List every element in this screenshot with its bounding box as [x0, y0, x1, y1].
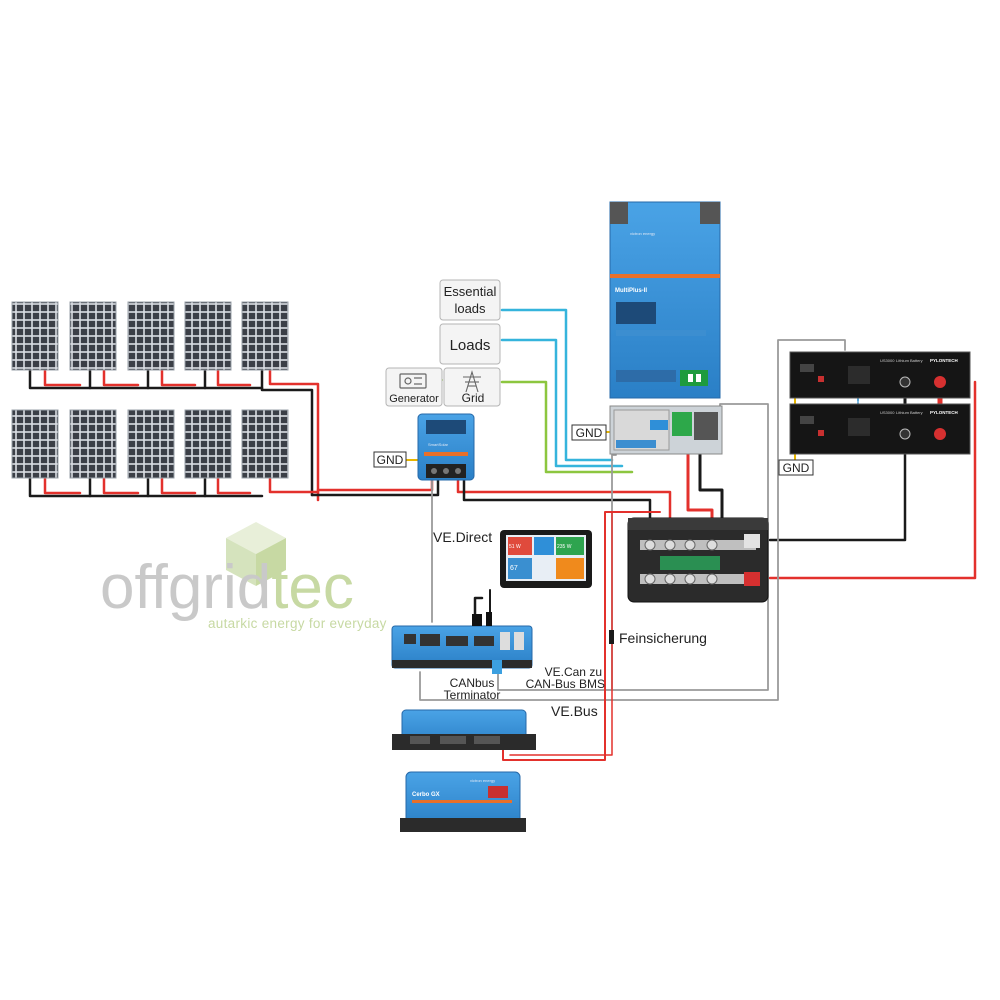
solar-array — [11, 301, 289, 479]
canbus-terminator-label-2: Terminator — [444, 688, 501, 702]
solar-panel — [69, 409, 117, 479]
fine-fuse-label: Feinsicherung — [619, 630, 707, 646]
battery-model-label: US3000 — [880, 410, 895, 415]
gnd-box-inverter: GND — [571, 424, 607, 441]
logo-wordmark-main: offgrid — [100, 553, 271, 622]
logo-wordmark-accent: tec — [271, 553, 354, 622]
cerbo-gx-unit: Cerbo GX victron energy — [400, 771, 526, 832]
cerbo-brand: victron energy — [470, 778, 495, 783]
fine-fuse — [609, 630, 614, 644]
solar-panel — [184, 409, 232, 479]
mppt-solar-charger: SmartSolar — [417, 413, 475, 481]
battery-brand-label: PYLONTECH — [930, 410, 958, 415]
essential-loads-label-2: loads — [454, 301, 486, 316]
solar-panel — [127, 409, 175, 479]
battery-module-2: US3000 Lithium Battery PYLONTECH — [789, 403, 971, 455]
solar-row2-wires — [28, 476, 320, 498]
essential-loads-box: Essential loads — [439, 279, 501, 321]
inverter-terminal-section — [609, 405, 723, 455]
solar-panel — [11, 301, 59, 371]
canbus-terminator-label: CANbus — [450, 676, 495, 690]
touch-ac-value: 235 W — [557, 544, 572, 550]
cerbo-gx-back — [392, 709, 536, 750]
logo-tagline: autarkic energy for everyday — [208, 616, 387, 631]
solar-panel — [241, 301, 289, 371]
battery-type-label: Lithium Battery — [896, 410, 923, 415]
gnd-box-battery: GND — [778, 459, 814, 476]
offgridtec-logo: offgridtec autarkic energy for everyday — [100, 522, 387, 631]
solar-panel — [69, 301, 117, 371]
multiplus-inverter: victron energy MultiPlus-II — [609, 201, 721, 399]
gnd-box-mppt: GND — [373, 451, 407, 468]
solar-panel — [241, 409, 289, 479]
loads-box: Loads — [439, 323, 501, 365]
solar-panel — [184, 301, 232, 371]
solar-panel — [127, 301, 175, 371]
lynx-distributor — [627, 517, 769, 603]
generator-label: Generator — [389, 393, 439, 405]
generator-icon — [399, 373, 427, 389]
inverter-model-label: MultiPlus-II — [615, 288, 647, 294]
solar-row1-wires — [28, 368, 320, 502]
vebus-label: VE.Bus — [551, 703, 598, 719]
logo-wordmark: offgridtec — [100, 553, 354, 622]
gx-touch-display: 67 235 W 51 W — [500, 530, 592, 588]
logo-cube-icon — [226, 522, 286, 586]
grid-label: Grid — [462, 391, 485, 405]
generator-box: Generator — [385, 367, 443, 407]
gnd-label: GND — [377, 453, 404, 467]
battery-model-label: US3000 — [880, 358, 895, 363]
cerbo-gx-front — [391, 612, 533, 674]
essential-loads-label: Essential — [444, 284, 497, 299]
mppt-model-label: SmartSolar — [428, 442, 449, 447]
loads-label: Loads — [450, 337, 491, 354]
power-pylon-icon — [463, 370, 481, 393]
battery-module-1: US3000 Lithium Battery PYLONTECH — [789, 351, 971, 399]
vecan-label: VE.Can zu — [545, 665, 602, 679]
gnd-label: GND — [576, 426, 603, 440]
solar-panel — [11, 409, 59, 479]
touch-solar-value: 51 W — [509, 544, 521, 550]
inverter-brand: victron energy — [630, 231, 655, 236]
grid-box: Grid — [443, 367, 501, 407]
cerbo-model-label: Cerbo GX — [412, 792, 440, 798]
ve-direct-label: VE.Direct — [433, 529, 492, 545]
battery-type-label: Lithium Battery — [896, 358, 923, 363]
gnd-label: GND — [783, 461, 810, 475]
touch-battery-value: 67 — [510, 565, 518, 572]
vecan-label-2: CAN-Bus BMS — [526, 677, 605, 691]
battery-brand-label: PYLONTECH — [930, 358, 958, 363]
